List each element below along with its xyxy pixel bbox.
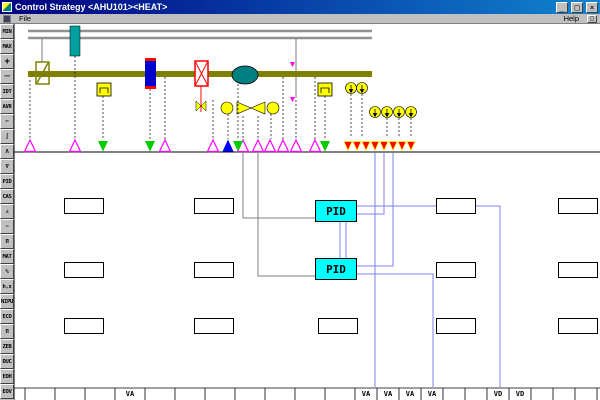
function-block[interactable] [64,262,104,278]
tool-avr[interactable]: AVR [0,99,14,114]
maximize-button[interactable]: □ [571,1,583,13]
output-points-green[interactable] [98,141,330,152]
tool-hx[interactable]: h,x [0,279,14,294]
drawing-canvas[interactable] [14,24,600,400]
bottom-col-label: VA [361,390,371,398]
tool-switch-icon[interactable]: ⌐ [0,114,14,129]
function-block[interactable] [558,262,598,278]
bottom-col-label: VA [405,390,415,398]
strategy-canvas-graphics [14,25,600,400]
minimize-button[interactable]: _ [556,1,568,13]
tool-cas[interactable]: CAS [0,189,14,204]
mixing-marks [290,62,295,102]
strategy-wires-gray [242,153,315,277]
tool-pid[interactable]: PID [0,174,14,189]
window-title: Control Strategy <AHU101><HEAT> [15,2,168,12]
heating-valve[interactable] [195,100,207,112]
function-block[interactable] [194,198,234,214]
close-button[interactable]: × [586,1,598,13]
function-block[interactable] [558,318,598,334]
restore-button[interactable]: □ [587,14,597,23]
tool-percent-icon[interactable]: % [0,264,14,279]
tool-minus[interactable]: ─ [0,69,14,84]
menu-file[interactable]: File [19,14,32,23]
bottom-col-label: VA [383,390,393,398]
supply-fan[interactable] [231,65,259,85]
damper[interactable] [35,61,50,85]
arrow-down-icon [348,85,414,118]
tool-gradient-icon[interactable]: ∇ [0,159,14,174]
ceiling-rails [28,29,372,40]
tool-palette: MIN MAX + ─ IDT AVR ⌐ ∫ Λ ∇ PID CAS ∠ ~ … [0,24,14,400]
tool-eco[interactable]: ECO [0,309,14,324]
function-block[interactable] [64,198,104,214]
reheat-actuator[interactable] [317,82,333,97]
bottom-col-label: VA [125,390,135,398]
tool-mat[interactable]: MAT [0,249,14,264]
tool-integral-icon[interactable]: ∫ [0,129,14,144]
function-block[interactable] [436,318,476,334]
app-icon[interactable] [2,2,12,12]
strategy-wires-purple [339,153,501,387]
tool-duc[interactable]: DUC [0,354,14,369]
tool-idt[interactable]: IDT [0,84,14,99]
sensor-probe[interactable] [69,25,81,57]
sensor-lines [29,56,412,139]
function-block[interactable] [436,198,476,214]
tool-curve-icon[interactable]: ~ [0,219,14,234]
pump-valve-group[interactable] [220,101,280,115]
title-bar: Control Strategy <AHU101><HEAT> _ □ × [0,0,600,14]
bottom-col-label: VA [427,390,437,398]
filter[interactable] [145,58,156,89]
tool-plus[interactable]: + [0,54,14,69]
tool-peak-icon[interactable]: Λ [0,144,14,159]
tool-ramp-icon[interactable]: ∠ [0,204,14,219]
tool-min[interactable]: MIN [0,24,14,39]
tool-eov[interactable]: EOV [0,384,14,399]
tool-nipu[interactable]: NIPU [0,294,14,309]
function-block[interactable] [436,262,476,278]
function-block[interactable] [64,318,104,334]
tool-max[interactable]: MAX [0,39,14,54]
menu-help[interactable]: Help [563,14,579,23]
child-window-icon[interactable] [3,14,11,23]
analog-points-magenta[interactable] [23,138,322,153]
tool-pulse-icon[interactable]: П [0,324,14,339]
alarm-points-red[interactable] [343,141,416,152]
bottom-col-label: VD [515,390,525,398]
heating-coil[interactable] [194,60,209,112]
function-block[interactable] [318,318,358,334]
bottom-col-label: VD [493,390,503,398]
function-block[interactable] [194,318,234,334]
status-indicators[interactable] [345,82,417,118]
function-block[interactable] [558,198,598,214]
function-block[interactable] [194,262,234,278]
tool-eoh[interactable]: EOH [0,369,14,384]
pid-block[interactable]: PID [315,200,357,222]
pid-block[interactable]: PID [315,258,357,280]
damper-actuator[interactable] [96,82,112,97]
menu-bar: File Help □ [0,14,600,24]
tool-zeb[interactable]: ZEB [0,339,14,354]
bottom-grid [14,387,600,400]
tool-step-icon[interactable]: Π [0,234,14,249]
digital-point-blue[interactable] [222,139,234,152]
